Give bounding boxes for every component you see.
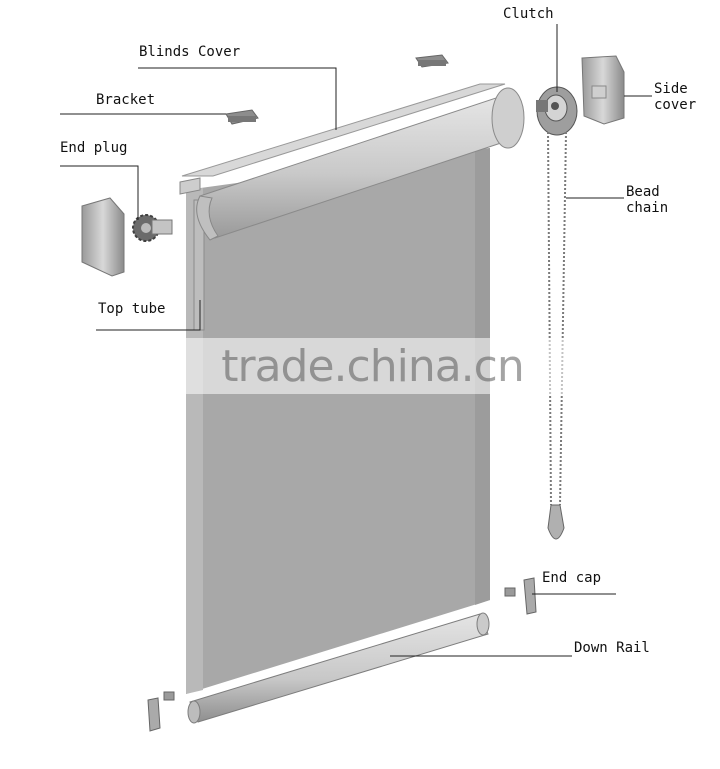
leader-blinds-cover xyxy=(138,67,337,130)
leader-end-plug xyxy=(60,165,139,220)
label-end-plug: End plug xyxy=(60,140,128,156)
leader-top-tube xyxy=(96,300,201,331)
watermark: trade.china.cn xyxy=(175,338,570,394)
label-side-cover: Side cover xyxy=(654,81,697,113)
clutch xyxy=(536,86,578,136)
leader-lines xyxy=(60,24,652,657)
label-clutch: Clutch xyxy=(503,6,554,22)
bracket-left xyxy=(225,109,259,125)
side-cover xyxy=(581,55,625,125)
label-bead-chain: Bead chain xyxy=(626,184,669,216)
label-end-cap: End cap xyxy=(542,570,602,586)
label-blinds-cover: Blinds Cover xyxy=(139,44,241,60)
end-cap-left xyxy=(147,691,175,732)
label-down-rail: Down Rail xyxy=(574,640,650,656)
bracket-right xyxy=(415,54,449,68)
label-bracket: Bracket xyxy=(96,92,156,108)
end-cap-right xyxy=(504,577,537,615)
down-rail xyxy=(187,612,490,724)
end-plug xyxy=(81,197,173,277)
blinds-cover xyxy=(179,83,525,241)
label-top-tube: Top tube xyxy=(98,301,166,317)
bead-chain xyxy=(547,131,567,540)
